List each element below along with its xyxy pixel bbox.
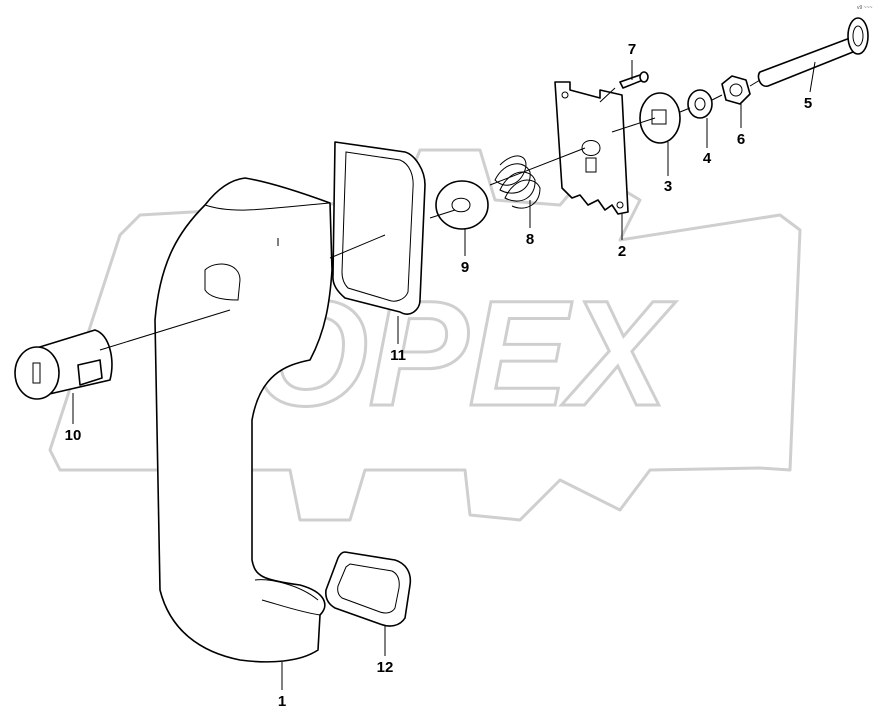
small-gasket: [325, 551, 412, 627]
washer: [687, 89, 713, 119]
callout-labels: 1 2 3 4 5 6 7 8 9 10 11 12: [65, 41, 813, 710]
shaft: [757, 17, 869, 87]
callout-7: 7: [628, 41, 636, 58]
keyed-washer: [435, 180, 489, 230]
callout-3: 3: [664, 178, 672, 195]
callout-2: 2: [618, 243, 626, 260]
callout-1: 1: [278, 693, 286, 710]
square-hole-washer: [639, 92, 681, 144]
screw: [619, 71, 649, 89]
handle: [154, 177, 333, 663]
callout-5: 5: [804, 95, 812, 112]
spring: [494, 155, 541, 209]
callout-leaders: [72, 60, 816, 690]
callout-9: 9: [461, 259, 469, 276]
assembly-lines: [99, 79, 761, 351]
mounting-plate: [554, 81, 629, 215]
callout-8: 8: [526, 231, 534, 248]
nut: [721, 75, 751, 105]
callout-6: 6: [737, 131, 745, 148]
callout-11: 11: [390, 347, 406, 364]
callout-12: 12: [377, 659, 394, 676]
corner-mark: v9 ~~~: [857, 5, 873, 11]
large-gasket: [332, 141, 426, 315]
lock-cylinder: [14, 329, 113, 400]
callout-4: 4: [703, 150, 712, 167]
callout-10: 10: [65, 427, 82, 444]
